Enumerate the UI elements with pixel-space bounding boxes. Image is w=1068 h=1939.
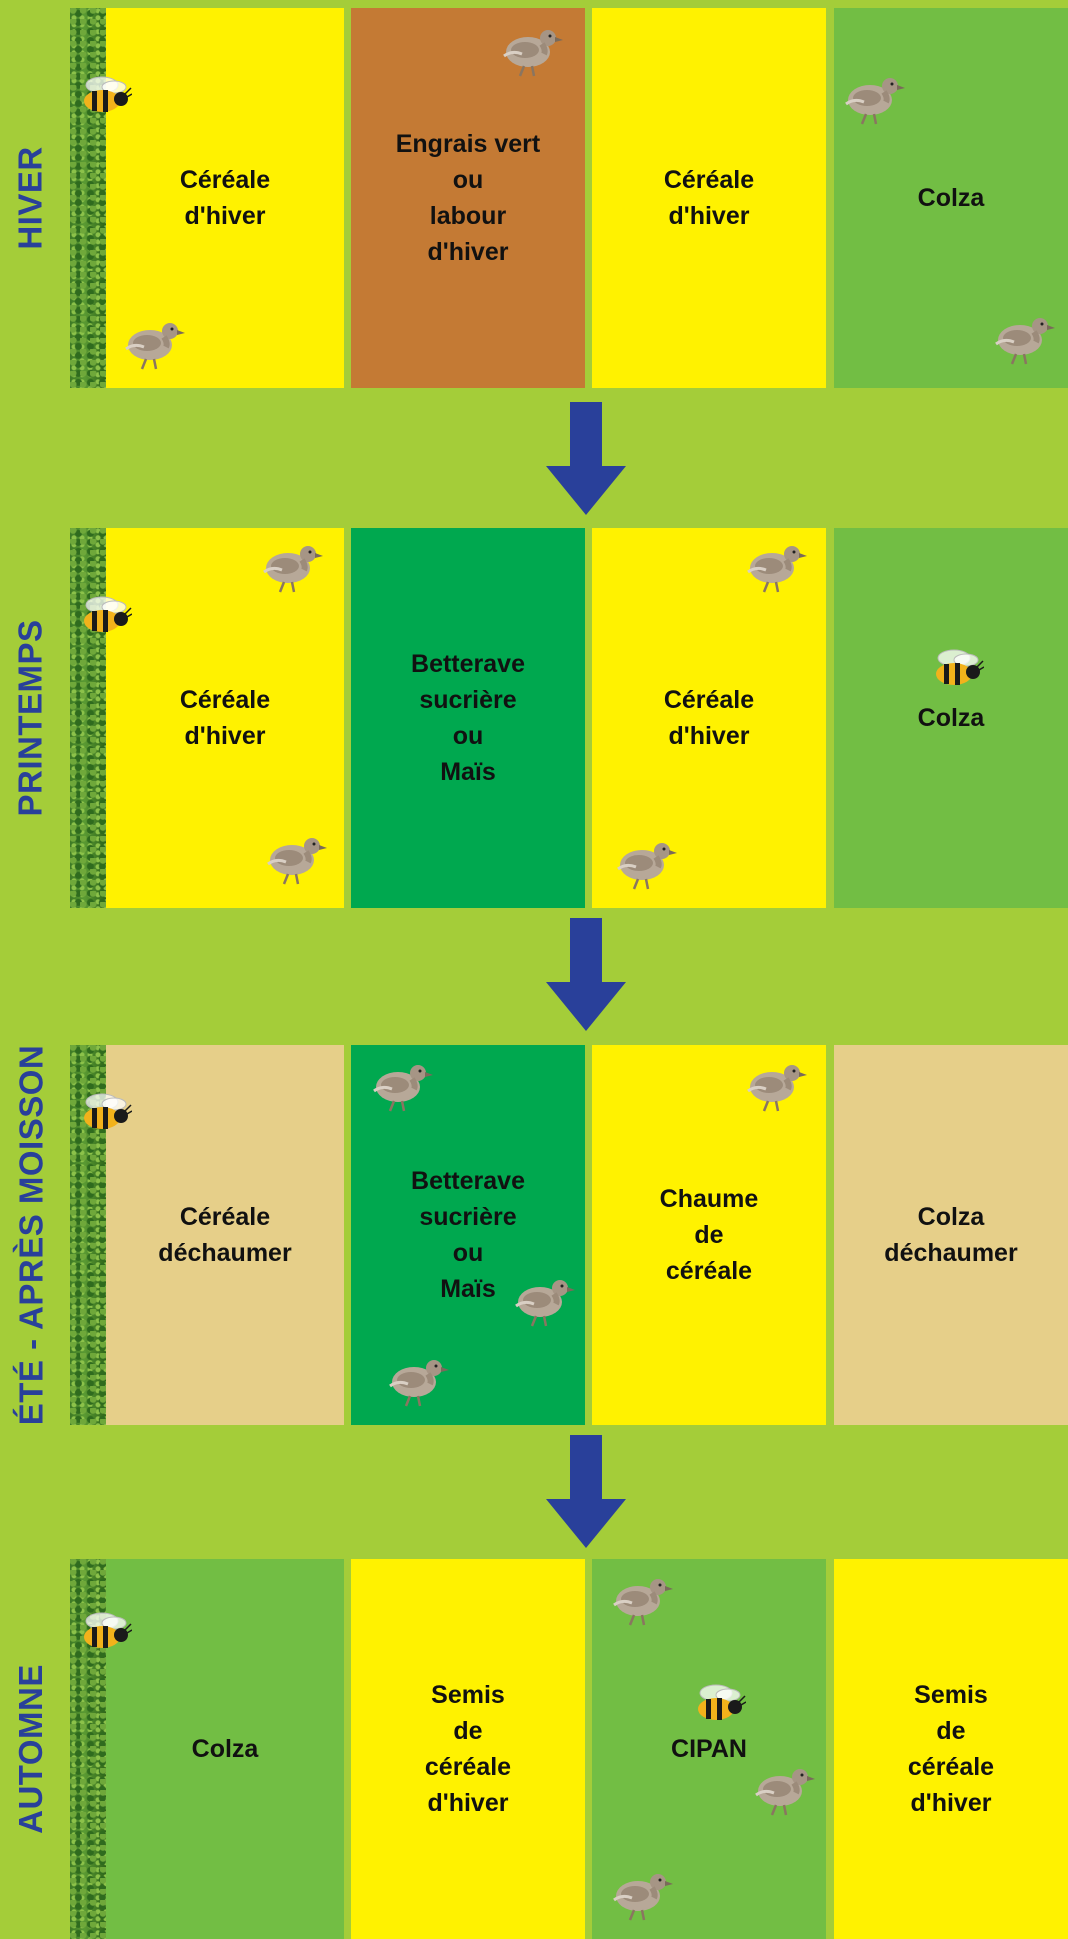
bee-icon — [686, 1681, 747, 1730]
bee-icon — [72, 593, 133, 642]
plot: Céréale déchaumer — [106, 1045, 344, 1425]
quail-icon — [750, 1759, 820, 1824]
season-row-autumn: AUTOMNE Colza Semis de céréale d'hiver C… — [0, 1559, 1068, 1939]
plot: Céréale d'hiver — [592, 8, 826, 388]
quail-icon — [742, 536, 812, 601]
bee-icon — [72, 1609, 133, 1658]
season-label: HIVER — [12, 146, 50, 250]
hedge — [70, 8, 108, 388]
season-label: PRINTEMPS — [12, 619, 49, 817]
quail-icon — [262, 828, 332, 893]
plot: Engrais vert ou labour d'hiver — [351, 8, 585, 388]
season-label: AUTOMNE — [12, 1664, 50, 1834]
quail-icon — [498, 20, 568, 85]
quail-icon — [608, 1569, 678, 1634]
bee-icon — [72, 73, 133, 122]
plot: Céréale d'hiver — [592, 528, 826, 908]
bee-icon — [924, 646, 985, 695]
season-row-spring: PRINTEMPS Céréale d'hiver Betterave sucr… — [0, 528, 1068, 908]
quail-icon — [384, 1350, 454, 1415]
plot: Céréale d'hiver — [106, 8, 344, 388]
plot: Colza déchaumer — [834, 1045, 1068, 1425]
plot: Betterave sucrière ou Maïs — [351, 528, 585, 908]
bee-icon — [72, 1090, 133, 1139]
season-label: ÉTÉ - APRÈS MOISSON — [12, 1044, 49, 1426]
plot: Chaume de céréale — [592, 1045, 826, 1425]
hedge — [70, 528, 108, 908]
quail-icon — [368, 1055, 438, 1120]
quail-icon — [510, 1270, 580, 1335]
quail-icon — [612, 833, 682, 898]
quail-icon — [258, 536, 328, 601]
quail-icon — [608, 1864, 678, 1929]
arrow-down-icon — [546, 918, 626, 1031]
quail-icon — [840, 68, 910, 133]
arrow-down-icon — [546, 402, 626, 515]
season-row-winter: HIVER Céréale d'hiver Engrais vert ou la… — [0, 8, 1068, 388]
plot: Colza — [106, 1559, 344, 1939]
arrow-down-icon — [546, 1435, 626, 1548]
plot: Semis de céréale d'hiver — [834, 1559, 1068, 1939]
plot: Colza — [834, 528, 1068, 908]
quail-icon — [742, 1055, 812, 1120]
season-row-summer: ÉTÉ - APRÈS MOISSON Céréale déchaumer Be… — [0, 1045, 1068, 1425]
plot: Semis de céréale d'hiver — [351, 1559, 585, 1939]
quail-icon — [120, 313, 190, 378]
plot: Colza — [834, 8, 1068, 388]
quail-icon — [990, 308, 1060, 373]
